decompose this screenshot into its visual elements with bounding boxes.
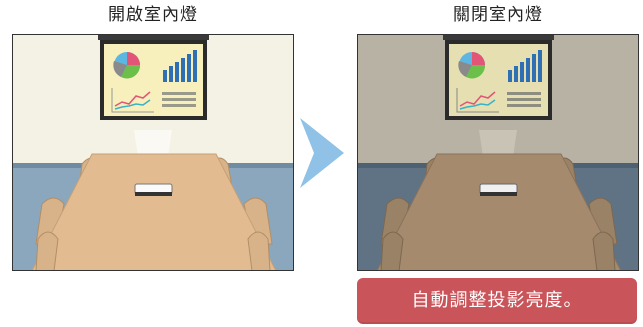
lights-on-room-scene — [12, 34, 294, 271]
auto-brightness-banner: 自動調整投影亮度。 — [357, 278, 637, 324]
pie-chart-icon — [113, 52, 141, 79]
bar-chart-icon — [508, 50, 542, 82]
lights-on-caption: 開啟室內燈 — [108, 5, 198, 25]
line-graph-icon — [456, 88, 499, 113]
projector-icon — [479, 183, 518, 196]
pie-chart-icon — [458, 52, 486, 79]
text-lines-icon — [162, 92, 196, 107]
projector-icon — [134, 183, 173, 196]
transition-arrow-icon — [300, 118, 344, 192]
lights-off-room-scene — [357, 34, 639, 271]
line-graph-icon — [111, 88, 154, 113]
text-lines-icon — [507, 92, 541, 107]
bar-chart-icon — [163, 50, 197, 82]
lights-off-caption: 關閉室內燈 — [453, 5, 543, 25]
